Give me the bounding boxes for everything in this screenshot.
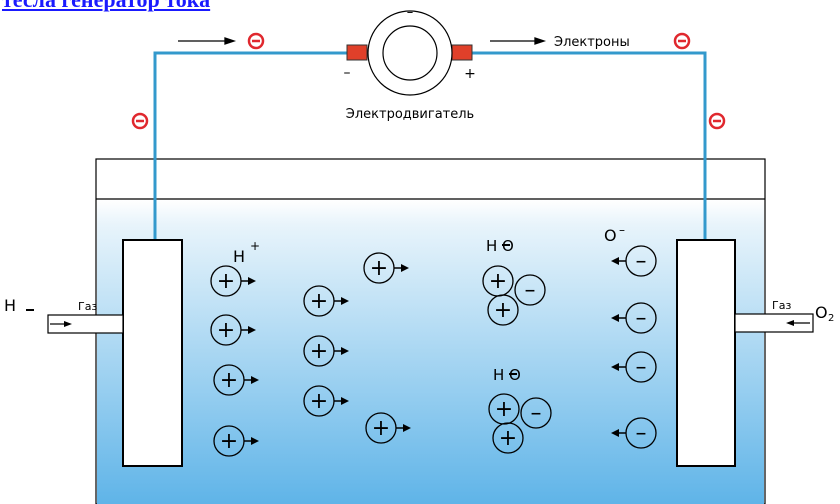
external-circuit-wire <box>153 51 707 240</box>
svg-text:–: – <box>636 355 647 380</box>
ion-minus-icon: – <box>611 245 657 277</box>
ion-plus-icon: + <box>492 422 524 454</box>
electron-icon <box>247 32 265 50</box>
gas-left-label: Газ <box>78 300 97 313</box>
svg-text:+: + <box>495 397 513 422</box>
ion-plus-icon: + <box>303 385 349 417</box>
gas-right-label: Газ <box>772 299 791 312</box>
svg-text:–: – <box>636 306 647 331</box>
svg-text:+: + <box>489 269 507 294</box>
ion-plus-icon: + <box>213 364 259 396</box>
o-minus-superscript: – <box>619 223 625 237</box>
h-plus-label: H <box>233 247 245 266</box>
ion-plus-icon: + <box>487 294 519 326</box>
hydrogen-inlet: Газ H <box>4 296 124 334</box>
ion-plus-icon: + <box>210 314 256 346</box>
ion-plus-icon: + <box>213 425 259 457</box>
ion-minus-icon: – <box>611 302 657 334</box>
svg-text:+: + <box>220 368 238 393</box>
motor-top-minus-label: – <box>407 5 414 20</box>
svg-text:+: + <box>494 298 512 323</box>
svg-text:–: – <box>525 278 536 303</box>
motor-plus-label: + <box>464 66 476 82</box>
svg-text:+: + <box>310 389 328 414</box>
electron-icon <box>708 112 726 130</box>
ion-minus-icon: – <box>520 397 552 429</box>
svg-text:+: + <box>372 416 390 441</box>
oxygen-subscript: 2 <box>828 313 834 324</box>
ion-minus-icon: – <box>611 351 657 383</box>
svg-text:–: – <box>636 249 647 274</box>
svg-text:–: – <box>531 401 542 426</box>
hydrogen-label: H <box>4 296 16 315</box>
svg-text:+: + <box>499 426 517 451</box>
svg-text:+: + <box>370 256 388 281</box>
svg-text:+: + <box>310 289 328 314</box>
electron-icon <box>673 32 691 50</box>
svg-text:–: – <box>636 421 647 446</box>
electrons <box>131 32 726 130</box>
anode-electrode <box>122 239 183 467</box>
motor-label: Электродвигатель <box>346 107 474 122</box>
svg-text:+: + <box>217 269 235 294</box>
electron-flow-arrows <box>178 37 547 45</box>
ion-plus-icon: + <box>303 335 349 367</box>
svg-text:+: + <box>310 339 328 364</box>
cathode-electrode <box>676 239 736 467</box>
oxygen-inlet: Газ O 2 <box>734 299 834 333</box>
ion-plus-icon: + <box>363 252 409 284</box>
tank <box>95 158 766 504</box>
oxygen-label: O <box>815 303 828 322</box>
h2o-label-bottom: H O <box>493 366 521 384</box>
o-minus-label: O <box>604 226 617 245</box>
ion-minus-icon: – <box>514 274 546 306</box>
electrolyte <box>97 200 764 504</box>
h-plus-superscript: + <box>250 239 260 253</box>
ions: +++++++++––––+–++–+ <box>210 244 657 457</box>
ion-plus-icon: + <box>303 285 349 317</box>
title-link[interactable]: тесла генератор тока <box>2 0 210 11</box>
motor-minus-label: – <box>344 65 351 81</box>
ion-minus-icon: – <box>611 417 657 449</box>
electrons-label: Электроны <box>554 35 630 50</box>
svg-text:+: + <box>217 318 235 343</box>
ion-plus-icon: + <box>365 412 411 444</box>
h2o-label-top: H O <box>486 237 514 255</box>
motor-icon: – + – <box>344 5 476 96</box>
electron-icon <box>131 112 149 130</box>
ion-plus-icon: + <box>210 265 256 297</box>
svg-text:+: + <box>220 429 238 454</box>
